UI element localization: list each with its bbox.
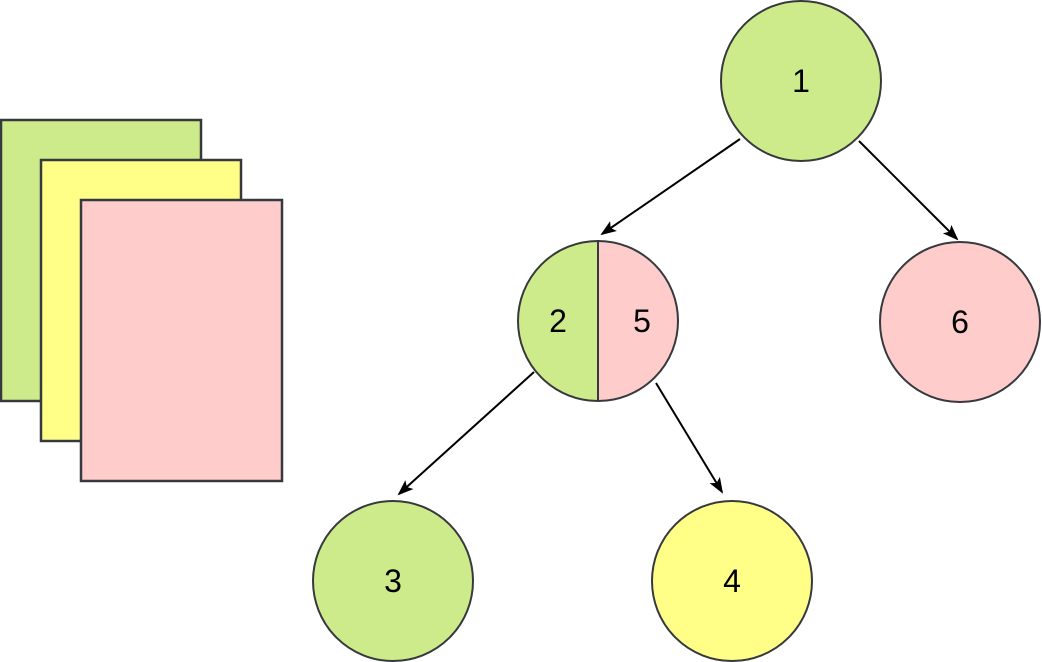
node-1-label: 1 [792,63,810,99]
edge-2-5-to-4 [655,382,724,494]
edge-1-to-6 [858,140,959,241]
tree-node-3: 3 [312,500,474,662]
node-6-label: 6 [951,304,969,340]
edge-1-to-2-5 [600,138,741,236]
node-1-circle [720,0,882,162]
tree-edges [397,138,959,496]
node-3-label: 3 [384,563,402,599]
node-2-5-right-half [597,239,679,403]
node-4-circle [651,500,813,662]
tree-node-6: 6 [879,241,1041,403]
sheet-stack [0,118,284,483]
node-5-label: 5 [633,303,651,339]
node-6-circle [879,241,1041,403]
node-3-circle [312,500,474,662]
edge-2-5-to-3 [397,371,535,496]
sheet-pink [79,198,284,483]
node-2-5-left-half [517,239,599,403]
tree-node-1: 1 [720,0,882,162]
node-2-label: 2 [549,303,567,339]
node-4-label: 4 [723,563,741,599]
tree-node-2-5: 2 5 [517,239,679,403]
tree-node-4: 4 [651,500,813,662]
